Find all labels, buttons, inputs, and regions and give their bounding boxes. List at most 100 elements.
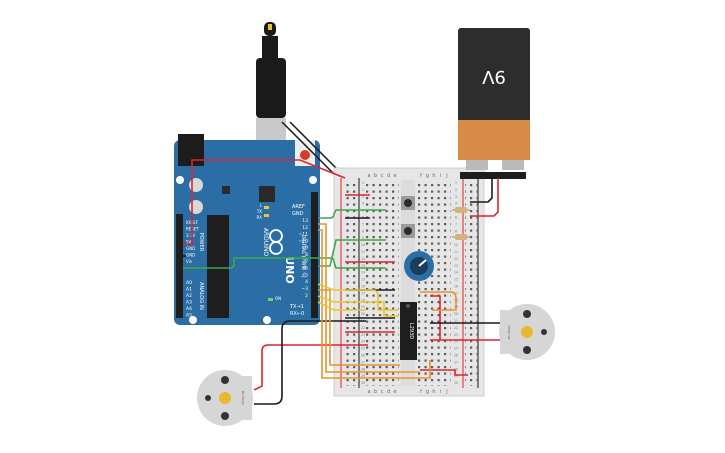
row-number: 18 <box>361 298 365 302</box>
arduino-logo <box>269 229 283 255</box>
column-letter: i <box>440 173 441 179</box>
led-l <box>264 206 269 209</box>
column-letter: f <box>420 389 422 395</box>
row-number: 30 <box>361 381 365 385</box>
digital-pin-label: ~6 <box>301 266 308 272</box>
atmega-chip <box>207 215 229 318</box>
row-number: 17 <box>454 291 458 295</box>
resistor-2 <box>452 234 470 240</box>
row-number: 11 <box>361 250 365 254</box>
row-number: 28 <box>361 367 365 371</box>
row-number: 16 <box>361 285 365 289</box>
row-number: 8 <box>455 229 457 233</box>
analog-pin-label: A3 <box>186 300 192 306</box>
digital-pin-label: ~11 <box>299 232 309 238</box>
analog-pin-label: A5 <box>186 313 192 319</box>
row-number: 26 <box>454 354 458 358</box>
push-button-2[interactable] <box>401 224 415 238</box>
l-led-label: L <box>260 203 263 208</box>
column-letter: g <box>426 173 429 179</box>
row-number: 23 <box>361 333 365 337</box>
row-number: 27 <box>361 360 365 364</box>
row-number: 12 <box>454 257 458 261</box>
column-letter: g <box>426 389 429 395</box>
tx-label: TX→1 <box>289 304 304 310</box>
row-number: 1 <box>362 181 364 185</box>
arduino-logo-text: ARDUINO <box>262 228 269 257</box>
row-number: 14 <box>361 271 365 275</box>
column-letter: f <box>420 173 422 179</box>
row-number: 20 <box>454 312 458 316</box>
row-number: 2 <box>455 188 457 192</box>
digital-pin-label: ~9 <box>301 245 308 251</box>
led-on <box>268 298 273 301</box>
row-number: 29 <box>454 374 458 378</box>
row-number: 8 <box>362 229 364 233</box>
column-letter: j <box>445 389 447 395</box>
terminal-strip-right <box>418 180 451 386</box>
analog-label: ANALOG IN <box>198 282 204 310</box>
digital-label: DIGITAL (PWM ~) <box>300 234 306 277</box>
battery-wires <box>470 178 499 217</box>
power-label: POWER <box>198 233 204 252</box>
column-letter: c <box>381 389 384 395</box>
wire-orange <box>318 223 457 379</box>
power-pin-label: 5V <box>186 240 192 245</box>
motor-left-label: DC Motor <box>241 391 245 406</box>
push-button-1[interactable] <box>401 196 415 210</box>
row-number: 24 <box>454 340 458 344</box>
column-letter: a <box>367 389 370 395</box>
row-number: 15 <box>454 278 458 282</box>
row-number: 29 <box>361 374 365 378</box>
row-number: 1 <box>455 181 457 185</box>
row-number: 20 <box>361 312 365 316</box>
column-letter: b <box>374 173 377 179</box>
power-rail-left <box>343 180 356 386</box>
dc-motor-right: DC Motor <box>499 304 555 360</box>
tx-led-label: TX <box>256 209 262 214</box>
digital-pin-label: 13 <box>302 218 308 224</box>
column-letter: j <box>445 173 447 179</box>
power-pin-label: GND <box>186 253 195 258</box>
row-number: 26 <box>361 354 365 358</box>
potentiometer[interactable] <box>404 251 434 281</box>
digital-pin-label: 8 <box>305 252 308 258</box>
digital-pin-label: 2 <box>305 293 308 299</box>
row-number: 11 <box>454 250 458 254</box>
capacitor <box>189 178 203 192</box>
row-number: 4 <box>455 202 457 206</box>
analog-pin-label: A4 <box>186 306 192 312</box>
battery-connector <box>460 172 526 179</box>
arduino-uno-board: ARDUINO UNO AREF GND TX→1 RX←0 TX RX L O… <box>174 134 320 325</box>
column-letter: h <box>432 389 435 395</box>
row-number: 13 <box>454 264 458 268</box>
dc-motor-left: DC Motor <box>197 370 253 426</box>
battery-9v: 9V <box>458 28 530 179</box>
wire-yellow <box>317 283 398 317</box>
digital-pin-label: ~5 <box>301 272 308 278</box>
column-letter: e <box>393 389 396 395</box>
power-pin-label: 3.3V <box>186 233 195 238</box>
row-number: 19 <box>361 305 365 309</box>
digital-pin-label: ~10 <box>299 238 309 244</box>
row-number: 17 <box>361 291 365 295</box>
row-number: 10 <box>361 243 365 247</box>
row-number: 7 <box>362 222 364 226</box>
row-number: 9 <box>362 236 364 240</box>
row-number: 15 <box>361 278 365 282</box>
power-rail-right <box>465 180 478 386</box>
on-led-label: ON <box>275 296 281 301</box>
row-number: 12 <box>361 257 365 261</box>
row-number: 2 <box>362 188 364 192</box>
row-number: 4 <box>362 202 364 206</box>
row-number: 22 <box>361 326 365 330</box>
digital-pin-label: 4 <box>305 279 308 285</box>
column-letter: a <box>367 173 370 179</box>
analog-pin-label: A1 <box>186 287 192 293</box>
column-letter: e <box>393 173 396 179</box>
rx-label: RX←0 <box>290 311 304 317</box>
